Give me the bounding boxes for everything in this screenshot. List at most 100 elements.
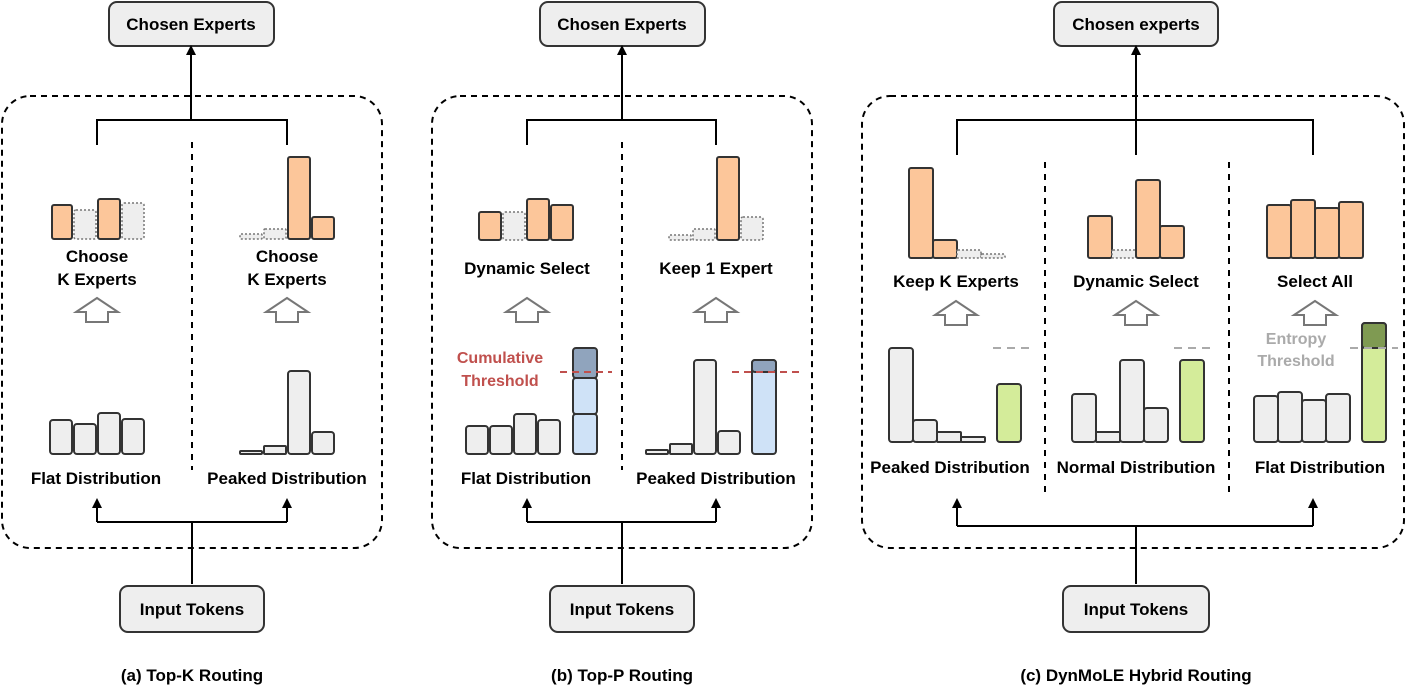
panel-c-col1-action: Keep K Experts <box>893 272 1019 291</box>
expert-bar <box>1135 179 1161 259</box>
panel-c-col1-dist-label: Peaked Distribution <box>870 458 1030 477</box>
panel-c-col3-probs <box>1253 391 1351 443</box>
panel-b-chosen-experts-label: Chosen Experts <box>557 15 686 34</box>
entropy-bar-over <box>1361 322 1387 349</box>
panel-c-frame <box>861 95 1405 549</box>
panel-a-chosen-experts-label: Chosen Experts <box>126 15 255 34</box>
dropped-expert-bar <box>1111 249 1137 259</box>
expert-bar <box>1159 225 1185 259</box>
prob-bar <box>1071 393 1097 443</box>
prob-bar <box>1301 399 1327 443</box>
expert-bar <box>1087 215 1113 259</box>
panel-b-col2-action: Keep 1 Expert <box>659 259 773 278</box>
panel-c-col3-dist-label: Flat Distribution <box>1255 458 1385 477</box>
entropy-bar <box>996 383 1022 443</box>
dropped-expert-bar <box>121 202 145 240</box>
expert-bar <box>478 211 502 241</box>
panel-a-col1-experts <box>51 198 145 240</box>
dropped-expert-bar <box>263 228 287 240</box>
prob-bar <box>97 412 121 455</box>
expert-bar <box>550 204 574 241</box>
panel-a-input-tokens-box <box>119 585 265 633</box>
up-arrow-icon <box>72 296 122 323</box>
panel-a-caption: (a) Top-K Routing <box>121 666 263 685</box>
prob-bar <box>888 347 914 443</box>
prob-bar <box>1277 391 1303 443</box>
expert-bar <box>311 216 335 240</box>
prob-bar <box>489 425 513 455</box>
panel-b-cumulative-stack <box>572 347 598 455</box>
prob-bar <box>537 419 561 455</box>
panel-top-k: Chosen Experts Input Tokens (a) Top-K Ro… <box>1 1 383 685</box>
prob-bar <box>73 423 97 455</box>
up-arrow-icon <box>502 296 552 323</box>
expert-bar <box>932 239 958 259</box>
expert-bar <box>1338 201 1364 259</box>
prob-bar <box>513 413 537 455</box>
panel-top-p: Chosen Experts Input Tokens (b) Top-P Ro… <box>431 1 813 685</box>
prob-bar <box>239 450 263 455</box>
entropy-bar <box>1179 359 1205 443</box>
dropped-expert-bar <box>740 216 764 241</box>
dropped-expert-bar <box>980 253 1006 259</box>
expert-bar <box>716 156 740 241</box>
panel-b-input-tokens-label: Input Tokens <box>570 600 675 619</box>
panel-b-col1-dist-label: Flat Distribution <box>461 469 591 488</box>
panel-c-input-tokens-box <box>1062 585 1210 633</box>
prob-bar <box>1253 395 1279 443</box>
panel-a-col2-experts <box>239 156 335 240</box>
dropped-expert-bar <box>956 249 982 259</box>
prob-bar <box>121 418 145 455</box>
panel-c-caption: (c) DynMoLE Hybrid Routing <box>1020 666 1251 685</box>
prob-bar <box>936 431 962 443</box>
panel-a-col1-dist-label: Flat Distribution <box>31 469 161 488</box>
panel-b-col2-probs <box>645 359 741 455</box>
expert-bar <box>51 204 73 240</box>
panel-b-caption: (b) Top-P Routing <box>551 666 693 685</box>
panel-b-col2-cumulative-stack <box>751 359 777 455</box>
prob-bar <box>1143 407 1169 443</box>
expert-bar <box>97 198 121 240</box>
dropped-expert-bar <box>73 209 97 240</box>
panel-c-col2-probs <box>1071 359 1169 443</box>
panel-b-col1-action: Dynamic Select <box>464 259 590 278</box>
panel-c-col3-action: Select All <box>1277 272 1353 291</box>
prob-bar <box>311 431 335 455</box>
expert-bar <box>908 167 934 259</box>
prob-bar <box>669 443 693 455</box>
up-arrow-icon <box>691 296 741 323</box>
prob-bar <box>1119 359 1145 443</box>
up-arrow-icon <box>931 299 981 326</box>
panel-a-col2-dist-label: Peaked Distribution <box>207 469 367 488</box>
panel-a-col2-probs <box>239 370 335 455</box>
panel-b-col2-experts <box>668 156 764 241</box>
dropped-expert-bar <box>668 234 692 241</box>
prob-bar <box>717 430 741 455</box>
panel-b-input-tokens-box <box>549 585 695 633</box>
prob-bar <box>912 419 938 443</box>
cum-segment <box>572 377 598 415</box>
panel-dynmole: Chosen experts Input Tokens (c) DynMoLE … <box>861 1 1405 685</box>
panel-c-col3-entropy <box>1361 322 1387 443</box>
expert-bar <box>1290 199 1316 259</box>
panel-a-input-tokens-label: Input Tokens <box>140 600 245 619</box>
panel-c-col3-experts <box>1266 199 1364 259</box>
panel-b-col2-dist-label: Peaked Distribution <box>636 469 796 488</box>
cum-segment-over <box>751 359 777 373</box>
expert-bar <box>1266 204 1292 259</box>
expert-bar <box>526 198 550 241</box>
panel-c-input-tokens-label: Input Tokens <box>1084 600 1189 619</box>
expert-bar <box>287 156 311 240</box>
dropped-expert-bar <box>502 211 526 241</box>
panel-c-col1-experts <box>908 167 1006 259</box>
panel-c-chosen-experts-label: Chosen experts <box>1072 15 1200 34</box>
dropped-expert-bar <box>692 228 716 241</box>
panel-c-col2-experts <box>1087 179 1185 259</box>
up-arrow-icon <box>262 296 312 323</box>
up-arrow-icon <box>1111 299 1161 326</box>
expert-bar <box>1314 207 1340 259</box>
